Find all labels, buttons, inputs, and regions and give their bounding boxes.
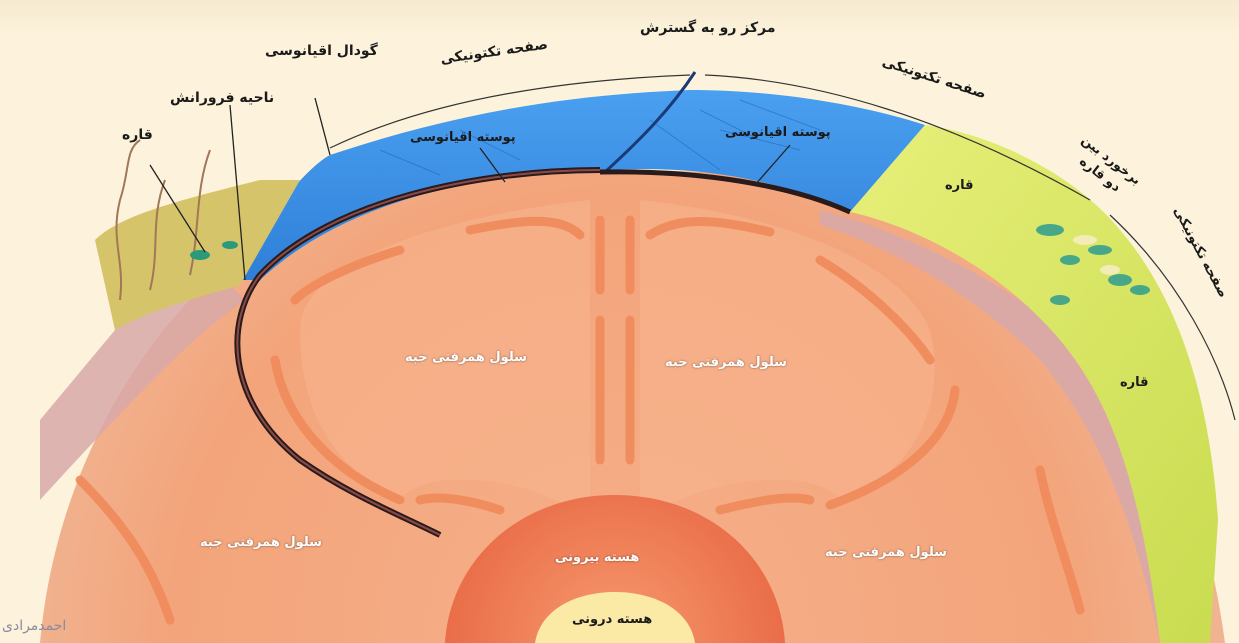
label-mantle-cell-lower-right: سلول همرفتی جبه xyxy=(825,545,947,560)
label-continent-left: قاره xyxy=(122,127,153,143)
label-continent-right-upper: قاره xyxy=(945,178,974,193)
label-oceanic-crust-right: پوسته اقیانوسی xyxy=(725,125,831,140)
label-inner-core: هسته درونی xyxy=(572,612,652,627)
label-outer-core: هسته بیرونی xyxy=(555,550,639,565)
label-continent-right-lower: قاره xyxy=(1120,375,1149,390)
label-subduction-zone: ناحیه فرورانش xyxy=(170,90,274,106)
label-mantle-cell-center-right: سلول همرفتی جبه xyxy=(665,355,787,370)
label-spreading-center: مرکز رو به گسترش xyxy=(640,20,776,36)
label-oceanic-crust-left: پوسته اقیانوسی xyxy=(410,130,516,145)
watermark-text: احمدمرادی xyxy=(2,618,66,634)
label-oceanic-trench: گودال اقیانوسی xyxy=(265,40,378,62)
label-mantle-cell-lower-left: سلول همرفتی جبه xyxy=(200,535,322,550)
label-mantle-cell-center-left: سلول همرفتی جبه xyxy=(405,350,527,365)
